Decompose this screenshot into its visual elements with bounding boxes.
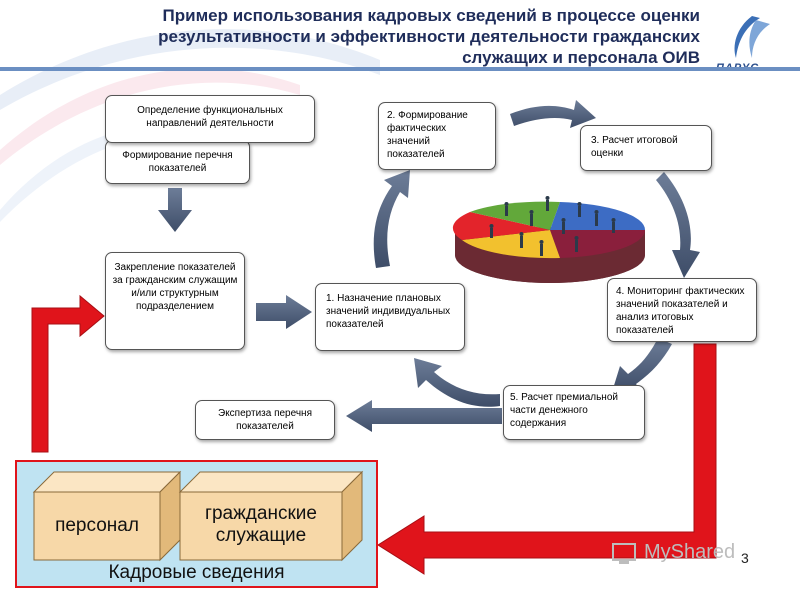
arrow-right-icon — [256, 295, 312, 329]
box-indicator-list-text: Формирование перечня показателей — [122, 150, 233, 174]
pie-chart-illustration — [452, 196, 646, 283]
title-line-2: результативности и эффективности деятель… — [158, 27, 700, 46]
box-step2-text: 2. Формирование фактических значений пок… — [387, 110, 468, 160]
parus-logo-icon — [734, 16, 770, 58]
box-step2: 2. Формирование фактических значений пок… — [378, 102, 496, 170]
arrow-down-icon — [158, 188, 192, 232]
cycle-arrow-2-to-3-icon — [510, 100, 596, 128]
box-step3-text: 3. Расчет итоговой оценки — [591, 135, 678, 159]
cycle-arrow-1-to-2-icon — [373, 170, 410, 268]
page-number: 3 — [741, 550, 749, 566]
box-expertise: Экспертиза перечня показателей — [195, 400, 335, 440]
box-assignment-text: Закрепление показателей за гражданским с… — [112, 262, 238, 312]
header-divider — [0, 67, 800, 71]
box-step1-text: 1. Назначение плановых значений индивиду… — [326, 293, 451, 330]
box-step5: 5. Расчет премиальной части денежного со… — [503, 385, 645, 440]
hr-card-civil-servants: гражданские служащие — [205, 503, 317, 546]
box-expertise-text: Экспертиза перечня показателей — [218, 408, 312, 432]
watermark-text: MyShared — [644, 541, 736, 563]
box-step5-text: 5. Расчет премиальной части денежного со… — [510, 392, 618, 429]
hr-card-personnel: персонал — [55, 515, 139, 536]
box-step1: 1. Назначение плановых значений индивиду… — [315, 283, 465, 351]
box-functional-directions: Определение функциональных направлений д… — [105, 95, 315, 143]
cycle-arrow-5-to-1-icon — [414, 358, 500, 407]
title-line-1: Пример использования кадровых сведений в… — [162, 6, 700, 25]
red-feedback-arrow-icon — [377, 343, 717, 575]
red-up-arrow-icon — [31, 294, 105, 453]
cycle-arrow-3-to-4-icon — [656, 172, 700, 278]
box-functional-directions-text: Определение функциональных направлений д… — [137, 105, 283, 129]
box-indicator-list: Формирование перечня показателей — [105, 140, 250, 184]
watermark-icon — [612, 543, 636, 564]
box-step3: 3. Расчет итоговой оценки — [580, 125, 712, 171]
arrow-left-icon — [346, 400, 502, 432]
title-line-3: служащих и персонала ОИВ — [462, 48, 700, 67]
box-step4-text: 4. Мониторинг фактических значений показ… — [616, 286, 745, 336]
page-title: Пример использования кадровых сведений в… — [60, 5, 700, 68]
box-step4: 4. Мониторинг фактических значений показ… — [607, 278, 757, 342]
hr-data-caption: Кадровые сведения — [108, 562, 285, 583]
cycle-arrow-4-to-5-icon — [612, 338, 672, 392]
box-assignment: Закрепление показателей за гражданским с… — [105, 252, 245, 350]
